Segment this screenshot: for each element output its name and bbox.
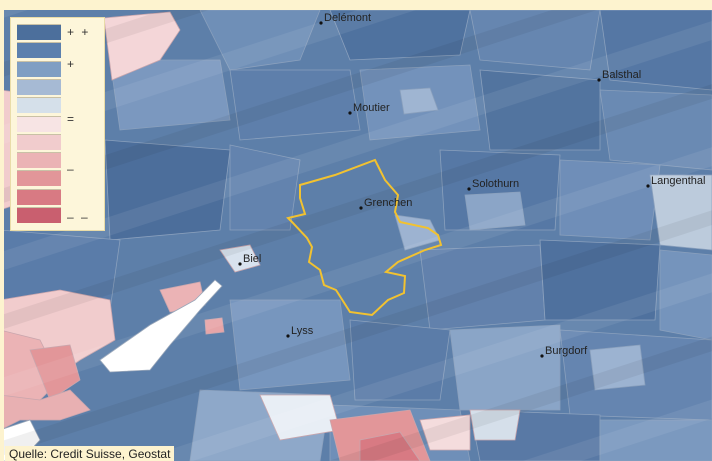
city-label: Biel <box>243 253 261 265</box>
legend-swatch <box>17 133 61 150</box>
legend-swatch <box>17 42 61 59</box>
legend-swatch <box>17 60 61 77</box>
city-label: Langenthal <box>651 175 705 187</box>
legend-swatch <box>17 115 61 132</box>
city-label: Lyss <box>291 325 314 337</box>
city-marker <box>646 184 650 188</box>
legend-symbol-neutral: = <box>67 112 77 126</box>
legend-symbol-positive: + <box>67 57 77 71</box>
city-label: Delémont <box>324 12 371 24</box>
legend-swatch <box>17 152 61 169</box>
legend-symbol-very-negative: – – <box>67 210 90 224</box>
city-label: Balsthal <box>602 69 641 81</box>
city-label: Grenchen <box>364 197 412 209</box>
city-marker <box>597 78 601 82</box>
legend-swatch <box>17 207 61 223</box>
map-frame-left <box>0 0 4 461</box>
city-marker <box>359 206 363 210</box>
city-marker <box>238 262 242 266</box>
city-marker <box>286 334 290 338</box>
legend-swatch <box>17 24 61 40</box>
legend-swatch <box>17 188 61 205</box>
legend-swatch <box>17 170 61 187</box>
source-caption: Quelle: Credit Suisse, Geostat <box>5 446 175 461</box>
highlight-district-outline[interactable] <box>286 158 443 317</box>
city-marker <box>348 111 352 115</box>
city-label: Burgdorf <box>545 345 588 357</box>
legend-swatch <box>17 97 61 114</box>
city-marker <box>319 21 323 25</box>
legend-symbol-negative: – <box>67 162 76 176</box>
legend-symbol-very-positive: + + <box>67 25 91 39</box>
city-marker <box>467 187 471 191</box>
legend-swatch <box>17 78 61 95</box>
city-layer: DelémontBalsthalMoutierSolothurnGrenchen… <box>238 12 705 358</box>
city-label: Moutier <box>353 102 390 114</box>
city-marker <box>540 354 544 358</box>
map-frame-top <box>0 0 712 10</box>
legend: + + + = – – – <box>10 17 105 231</box>
city-label: Solothurn <box>472 178 519 190</box>
